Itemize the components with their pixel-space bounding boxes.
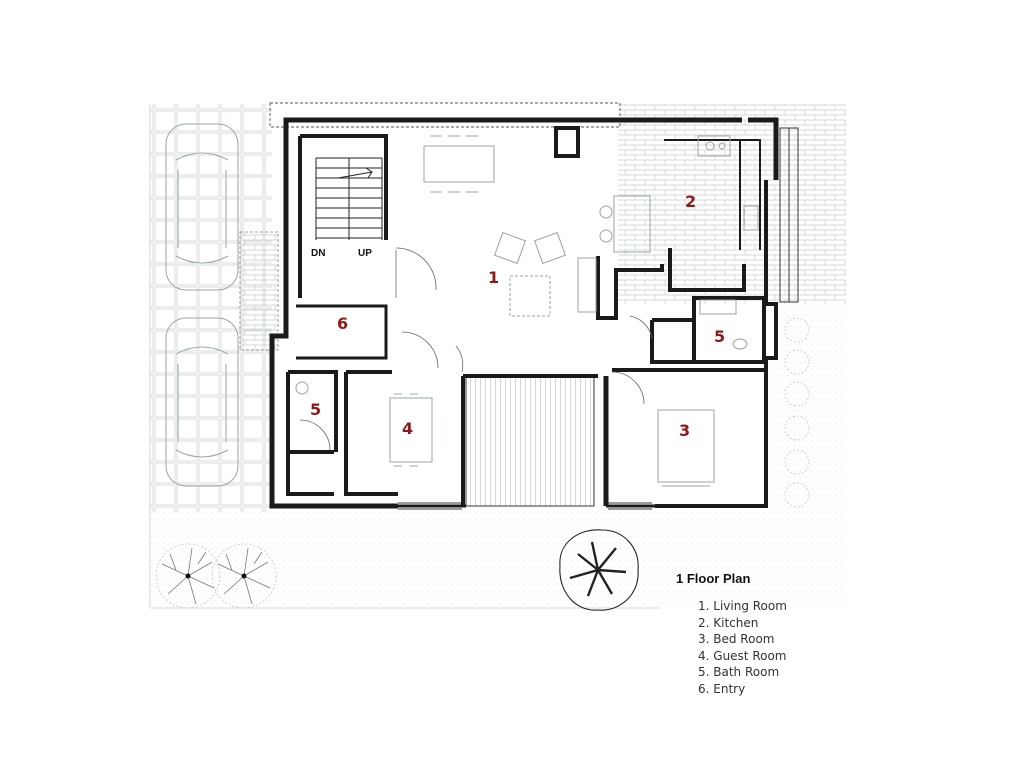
plan-title: 1 Floor Plan <box>676 571 751 586</box>
stairs <box>315 157 383 240</box>
trees <box>155 317 810 611</box>
legend-item-kitchen: 2. Kitchen <box>698 615 759 630</box>
room-number-guest: 4 <box>402 419 414 438</box>
site-landscape <box>149 102 846 609</box>
windows <box>398 127 799 510</box>
legend-item-bed-room: 3. Bed Room <box>698 632 775 647</box>
parked-cars <box>165 123 239 487</box>
room-number-kitchen: 2 <box>685 192 697 211</box>
room-number-bath-left: 5 <box>310 400 322 419</box>
room-number-entry: 6 <box>337 314 349 333</box>
walls <box>269 117 779 509</box>
room-number-bath-right: 5 <box>714 327 726 346</box>
legend-item-bath-room: 5. Bath Room <box>698 665 780 680</box>
legend-item-living-room: 1. Living Room <box>698 599 787 613</box>
room-legend: 1. Living Room 2. Kitchen 3. Bed Room 4.… <box>698 598 787 698</box>
room-number-bedroom: 3 <box>679 421 691 440</box>
deck <box>465 375 595 507</box>
stair-label-down: DN <box>311 248 326 259</box>
room-number-living: 1 <box>488 268 500 287</box>
legend-item-entry: 6. Entry <box>698 681 746 696</box>
stair-label-up: UP <box>358 248 372 259</box>
legend-item-guest-room: 4. Guest Room <box>698 648 787 663</box>
furniture <box>295 135 759 487</box>
door-swings <box>299 247 653 451</box>
